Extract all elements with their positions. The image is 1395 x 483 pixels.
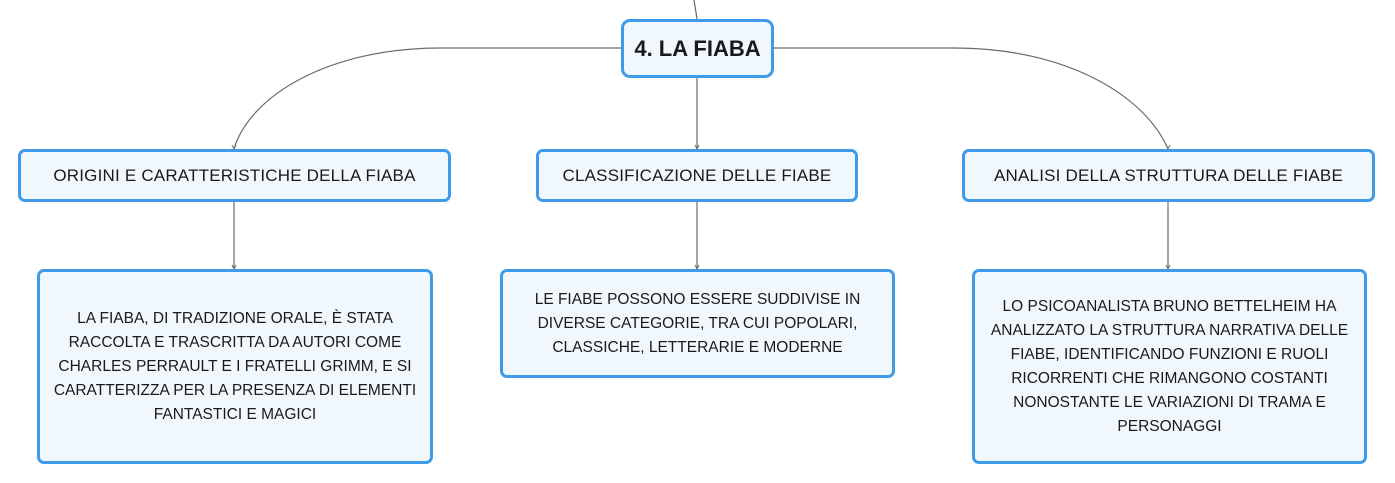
detail-origini[interactable]: LA FIABA, DI TRADIZIONE ORALE, È STATA R… (37, 269, 433, 464)
connector-central-to-branch-1 (233, 47, 621, 150)
connector-central-to-branch-3 (774, 47, 1169, 150)
detail-analisi-text: LO PSICOANALISTA BRUNO BETTELHEIM HA ANA… (990, 297, 1349, 435)
branch-analisi[interactable]: ANALISI DELLA STRUTTURA DELLE FIABE (962, 149, 1375, 202)
central-topic-label: 4. LA FIABA (634, 35, 761, 61)
detail-classificazione[interactable]: LE FIABE POSSONO ESSERE SUDDIVISE IN DIV… (500, 269, 895, 378)
detail-origini-text: LA FIABA, DI TRADIZIONE ORALE, È STATA R… (53, 309, 417, 423)
branch-classificazione-label: CLASSIFICAZIONE DELLE FIABE (562, 165, 832, 185)
connector-parent (693, 0, 698, 20)
central-topic[interactable]: 4. LA FIABA (621, 19, 774, 78)
branch-classificazione[interactable]: CLASSIFICAZIONE DELLE FIABE (536, 149, 858, 202)
detail-analisi[interactable]: LO PSICOANALISTA BRUNO BETTELHEIM HA ANA… (972, 269, 1367, 464)
detail-classificazione-text: LE FIABE POSSONO ESSERE SUDDIVISE IN DIV… (534, 290, 861, 356)
branch-origini-label: ORIGINI E CARATTERISTICHE DELLA FIABA (53, 165, 416, 185)
branch-analisi-label: ANALISI DELLA STRUTTURA DELLE FIABE (993, 165, 1343, 185)
branch-origini[interactable]: ORIGINI E CARATTERISTICHE DELLA FIABA (18, 149, 451, 202)
